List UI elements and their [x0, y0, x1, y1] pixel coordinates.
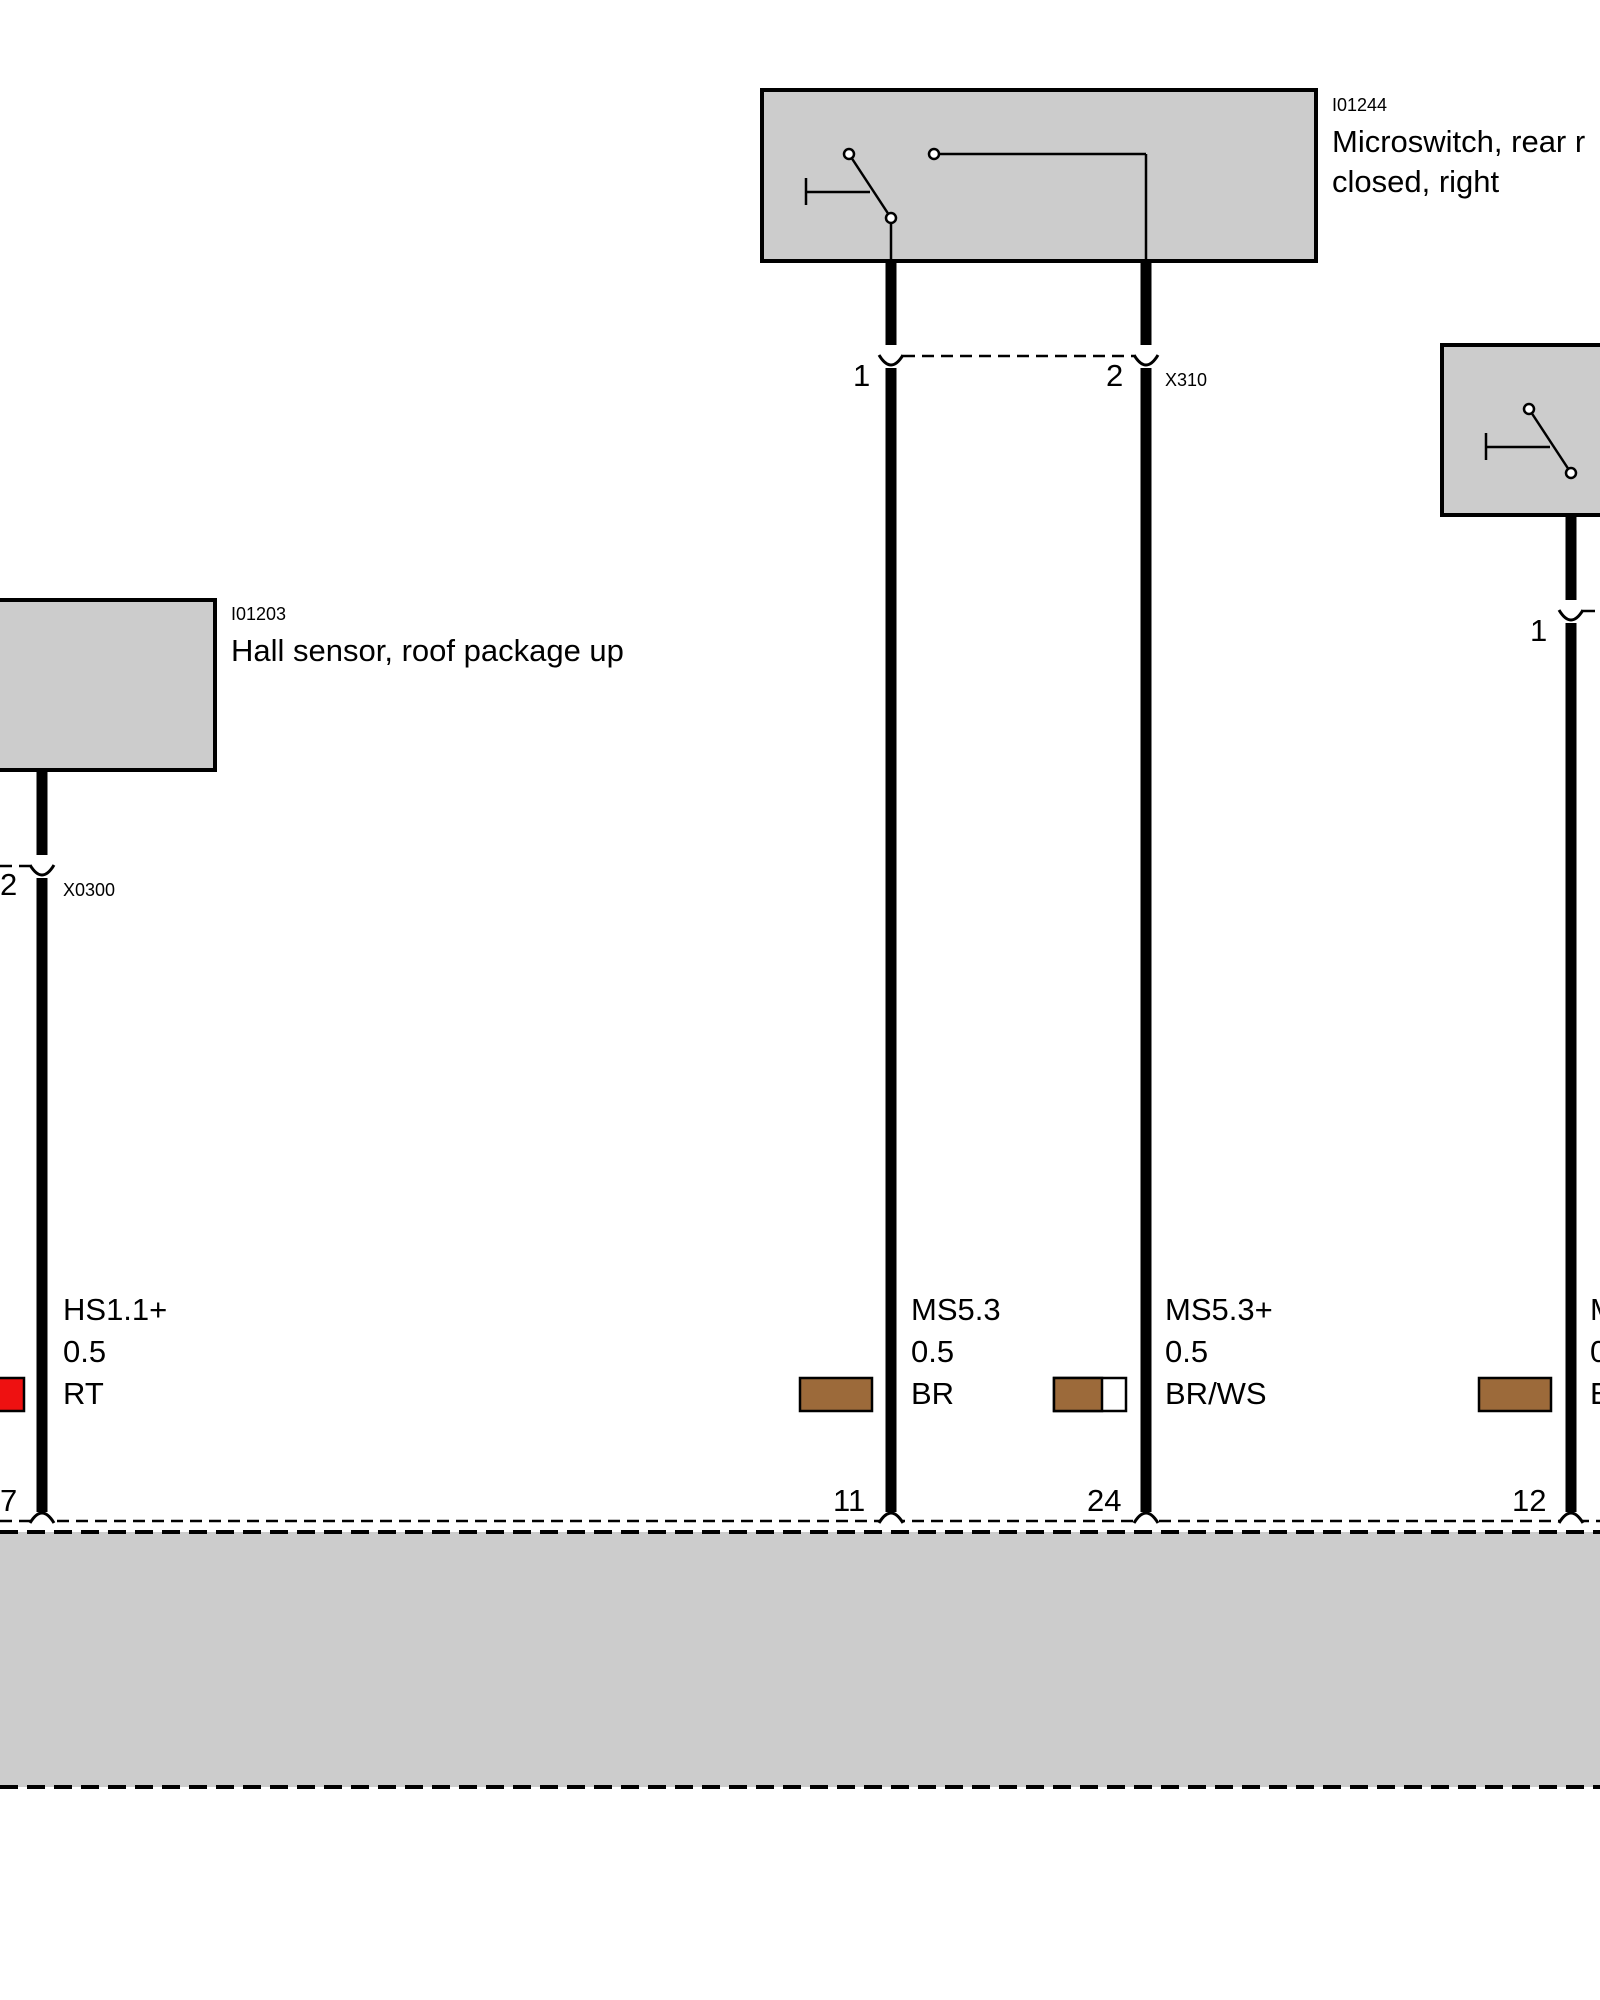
hall-sensor-component[interactable]: I01203 Hall sensor, roof package up 2 X0… — [0, 598, 624, 902]
svg-text:0.5: 0.5 — [911, 1334, 954, 1369]
x310-pin-2: 2 — [1106, 358, 1123, 393]
switch-symbol-icon — [804, 147, 1148, 261]
microswitch-box — [760, 88, 1318, 263]
control-pin-12: 12 — [1512, 1483, 1546, 1518]
x310-label: X310 — [1165, 370, 1207, 390]
control-pin-7: 7 — [0, 1483, 17, 1518]
control-unit-box — [0, 1532, 1600, 1787]
x310-pin-1: 1 — [853, 358, 870, 393]
svg-text:HS1.1+: HS1.1+ — [63, 1292, 167, 1327]
hall-sensor-id: I01203 — [231, 604, 286, 624]
microswitch-title-line2: closed, right — [1332, 164, 1500, 199]
control-unit[interactable]: 7 11 24 12 — [0, 1483, 1600, 1789]
svg-text:BR/WS: BR/WS — [1165, 1376, 1267, 1411]
svg-text:M: M — [1590, 1292, 1600, 1327]
wire-label-ms5-3-plus: MS5.3+ 0.5 BR/WS — [1052, 1292, 1273, 1413]
hall-sensor-title: Hall sensor, roof package up — [231, 633, 624, 668]
hall-sensor-box — [0, 598, 217, 772]
x0300-label: X0300 — [63, 880, 115, 900]
right-switch-box — [1440, 343, 1600, 517]
switch-symbol-icon — [1484, 402, 1578, 480]
microswitch-title-line1: Microswitch, rear r — [1332, 124, 1585, 159]
wire-swatch-brown-right — [1477, 1376, 1553, 1413]
connector-x310: 1 2 X310 — [853, 263, 1207, 393]
microswitch-id: I01244 — [1332, 95, 1387, 115]
svg-text:RT: RT — [63, 1376, 104, 1411]
svg-text:E: E — [1590, 1376, 1600, 1411]
control-pin-11: 11 — [833, 1483, 865, 1518]
right-switch-component[interactable]: 1 — [1440, 343, 1600, 648]
svg-text:0.5: 0.5 — [1165, 1334, 1208, 1369]
right-switch-pin-1: 1 — [1530, 613, 1547, 648]
svg-text:0.5: 0.5 — [63, 1334, 106, 1369]
wire-label-right: M 0 E — [1477, 1292, 1600, 1413]
wire-runs — [36, 368, 1577, 1512]
hall-sensor-pin-2: 2 — [0, 867, 17, 902]
svg-text:MS5.3+: MS5.3+ — [1165, 1292, 1273, 1327]
svg-text:MS5.3: MS5.3 — [911, 1292, 1001, 1327]
wire-swatch-red — [0, 1376, 26, 1413]
microswitch-component[interactable]: I01244 Microswitch, rear r closed, right — [760, 88, 1585, 263]
wire-swatch-brown — [798, 1376, 874, 1413]
svg-text:BR: BR — [911, 1376, 954, 1411]
svg-text:0: 0 — [1590, 1334, 1600, 1369]
wire-label-ms5-3: MS5.3 0.5 BR — [798, 1292, 1001, 1413]
wire-label-hs1-1: HS1.1+ 0.5 RT — [0, 1292, 167, 1413]
control-pin-24: 24 — [1087, 1483, 1121, 1518]
